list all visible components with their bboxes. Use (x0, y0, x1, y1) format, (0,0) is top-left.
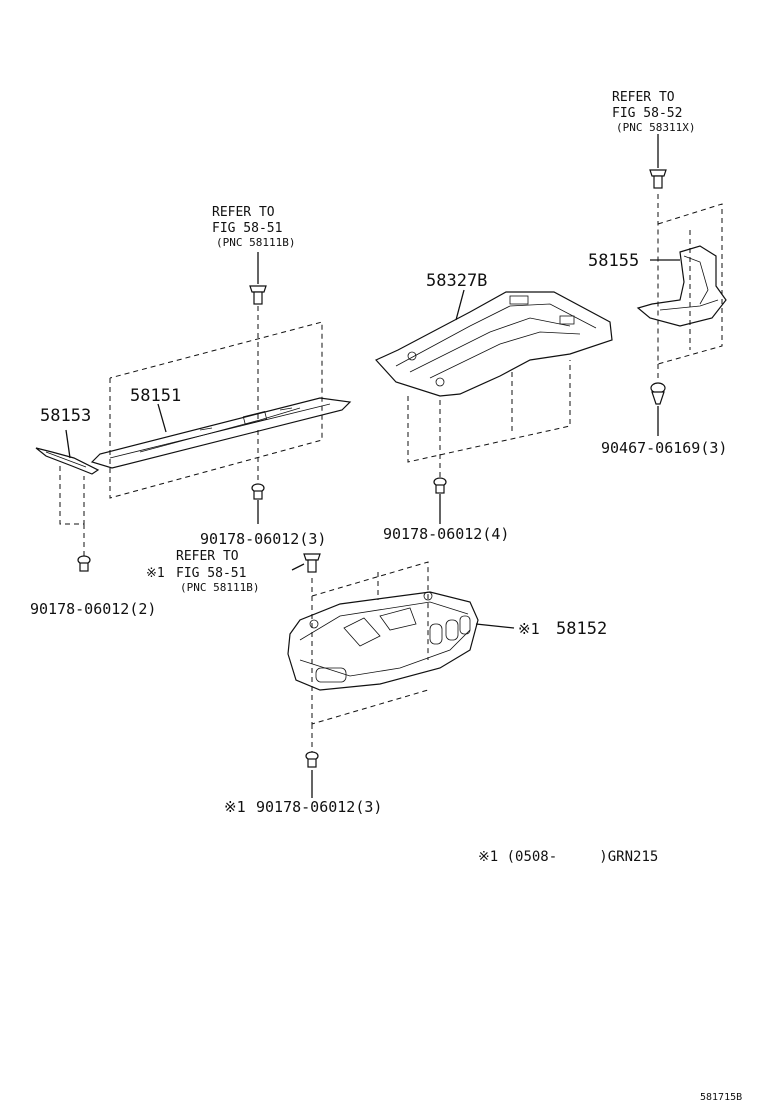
part-58155-shape[interactable] (636, 245, 727, 327)
part-58153-shape[interactable] (35, 447, 100, 475)
leader-58327b (455, 289, 465, 321)
part-58151-label[interactable]: 58151 (130, 386, 181, 406)
ref3-line3: (PNC 58111B) (180, 581, 259, 594)
ref3-line2: FIG 58-51 (176, 566, 246, 581)
fastener-f1-label[interactable]: 90178-06012(3) (200, 530, 326, 548)
dashes-58155 (657, 203, 723, 365)
clip-icon (305, 751, 319, 768)
dashes-58327b (407, 360, 571, 463)
part-58327b-label[interactable]: 58327B (426, 271, 487, 291)
bolt-icon (249, 285, 267, 305)
bolt-icon (303, 553, 321, 573)
leader-58153 (65, 429, 71, 459)
fastener-f5-label[interactable]: 90178-06012(3) (256, 798, 382, 816)
ref2-line1: REFER TO (612, 90, 675, 105)
fastener-f4-label[interactable]: 90178-06012(2) (30, 600, 156, 618)
part-58152-mark: ※1 (518, 620, 540, 638)
dash-58152-top (311, 572, 379, 600)
part-58153-label[interactable]: 58153 (40, 406, 91, 426)
leader-58152 (475, 623, 515, 629)
ref2-line2: FIG 58-52 (612, 106, 682, 121)
leader-58151 (157, 403, 167, 433)
ref2-line3: (PNC 58311X) (616, 121, 695, 134)
ref3-line1: REFER TO (176, 549, 239, 564)
fastener-f3-label[interactable]: 90467-06169(3) (601, 439, 727, 457)
ref3-pointer (291, 563, 305, 571)
fastener-f5-mark: ※1 (224, 798, 246, 816)
ref1-line2: FIG 58-51 (212, 221, 282, 236)
clip-icon (251, 483, 265, 500)
part-58151-shape[interactable] (90, 397, 352, 469)
ref3-mark: ※1 (146, 566, 165, 581)
dash-58327b-2 (439, 372, 513, 478)
footnote: ※1 (0508- )GRN215 (478, 849, 658, 865)
dashes-58153 (59, 466, 85, 525)
part-58152-shape[interactable] (287, 591, 479, 691)
clip-icon (650, 382, 666, 405)
part-58327b-shape[interactable] (375, 291, 613, 397)
clip-icon (77, 555, 91, 572)
part-58155-label[interactable]: 58155 (588, 251, 639, 271)
bolt-icon (649, 169, 667, 189)
ref1-line3: (PNC 58111B) (216, 236, 295, 249)
diagram-id: 581715B (700, 1092, 742, 1103)
clip-icon (433, 477, 447, 494)
ref1-line1: REFER TO (212, 205, 275, 220)
part-58152-label[interactable]: 58152 (556, 619, 607, 639)
fastener-f2-label[interactable]: 90178-06012(4) (383, 525, 509, 543)
